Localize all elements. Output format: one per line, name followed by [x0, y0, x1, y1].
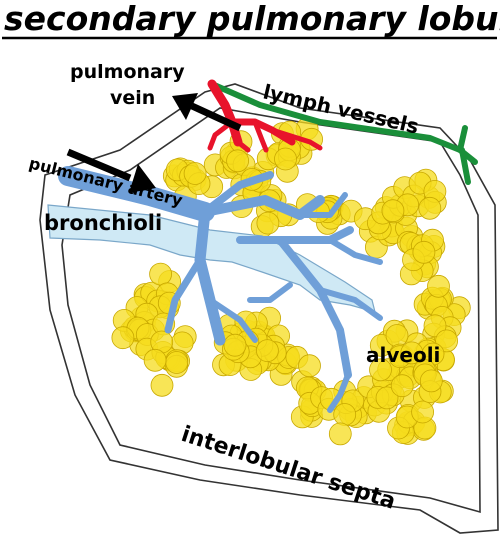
alveolus [333, 403, 357, 426]
alveolus [149, 262, 173, 286]
alveolus [183, 162, 207, 185]
alveolus [256, 211, 280, 235]
alveolus [427, 274, 450, 298]
pulmonary-artery-tree [58, 166, 383, 413]
interlobular-septa-inner [61, 107, 481, 514]
alveolus [412, 240, 436, 264]
alveolus [328, 422, 352, 446]
alveolus [418, 196, 442, 220]
label-bronchioli: bronchioli [44, 211, 162, 235]
lymph-vessels [209, 81, 478, 185]
artery-inflow-arrow [66, 148, 156, 193]
alveolus [143, 348, 167, 372]
alveolus [111, 326, 135, 350]
pulmonary-vein-tree [207, 79, 323, 153]
alveolus [369, 358, 392, 382]
alveolus [381, 199, 405, 223]
label-pulmonary-vein-1: pulmonary [70, 61, 185, 83]
alveolus [298, 354, 321, 378]
alveolus [375, 386, 399, 410]
alveolus [165, 351, 189, 374]
label-alveoli: alveoli [366, 343, 440, 367]
label-interlobular-septa: interlobular septa [178, 422, 398, 515]
alveolus [223, 333, 247, 357]
alveolus [390, 374, 414, 398]
alveolus [419, 369, 443, 393]
alveolus [411, 400, 435, 424]
alveolus [255, 339, 279, 363]
label-pulmonary-artery: pulmonary artery [27, 153, 185, 210]
alveolus [226, 149, 250, 173]
vein-outflow-arrow [172, 93, 242, 132]
alveolus [274, 147, 297, 171]
alveolus [150, 373, 174, 397]
label-pulmonary-vein-2: vein [110, 87, 155, 109]
diagram-title: secondary pulmonary lobule [4, 0, 500, 38]
